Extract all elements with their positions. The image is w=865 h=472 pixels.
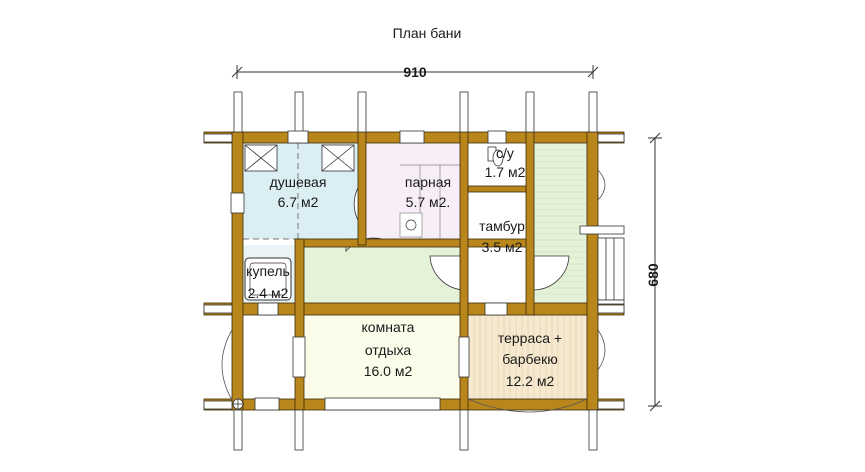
step-rail-top xyxy=(579,225,625,235)
terrace-planks xyxy=(473,315,583,399)
room-shower-name: душевая xyxy=(270,174,327,190)
height-dimension: 680 xyxy=(645,132,662,412)
rest-floor xyxy=(302,315,460,399)
windows xyxy=(230,130,508,411)
window-rest-left xyxy=(292,336,306,378)
step-rail-bottom xyxy=(597,299,625,305)
window-wc-top xyxy=(487,130,507,144)
window-vestibule-bottom xyxy=(484,302,508,316)
steam-benches xyxy=(399,164,460,239)
log-ends xyxy=(203,91,625,451)
plunge-tub xyxy=(244,257,292,301)
column-marker-icon xyxy=(232,398,244,410)
room-steam-name: парная xyxy=(405,174,451,190)
room-vestibule-area: 3.5 м2 xyxy=(482,239,523,255)
room-plunge-area: 2.4 м2 xyxy=(248,285,289,301)
dashed-partitions xyxy=(243,143,302,240)
room-rest-area: 16.0 м2 xyxy=(364,363,413,379)
window-shower-left xyxy=(230,192,245,214)
window-rest-bottom xyxy=(324,397,441,411)
window-shower-top xyxy=(287,130,309,144)
entrance-steps xyxy=(579,225,625,305)
terrace-floor xyxy=(468,315,587,399)
room-plunge-name: купель xyxy=(246,263,290,279)
room-rest-name-line1: комната xyxy=(362,319,415,335)
plan-title: План бани xyxy=(393,25,462,41)
room-shower-area: 6.7 м2 xyxy=(278,194,319,210)
window-rest-right xyxy=(458,336,470,378)
room-rest-name-line2: отдыха xyxy=(365,342,412,358)
toilet-icon xyxy=(487,146,504,167)
room-steam-area: 5.7 м2. xyxy=(406,194,451,210)
room-wc-name: с/у xyxy=(496,145,514,161)
width-dimension: 910 xyxy=(231,64,599,80)
window-steam-top xyxy=(399,130,425,144)
room-terrace-name-line1: терраса + xyxy=(498,330,562,346)
window-plunge-bottom xyxy=(257,302,279,316)
corridor-floor xyxy=(302,245,460,303)
width-dimension-label: 910 xyxy=(403,64,427,80)
entrance-door-swing xyxy=(533,255,570,291)
room-terrace-area: 12.2 м2 xyxy=(506,373,555,389)
shower-trays xyxy=(244,144,355,172)
room-vestibule-name: тамбур xyxy=(479,218,525,234)
height-dimension-label: 680 xyxy=(645,263,661,287)
window-outdoor-bottom xyxy=(254,397,280,411)
room-terrace-name-line2: барбекю xyxy=(502,351,558,367)
room-wc-area: 1.7 м2 xyxy=(485,164,526,180)
